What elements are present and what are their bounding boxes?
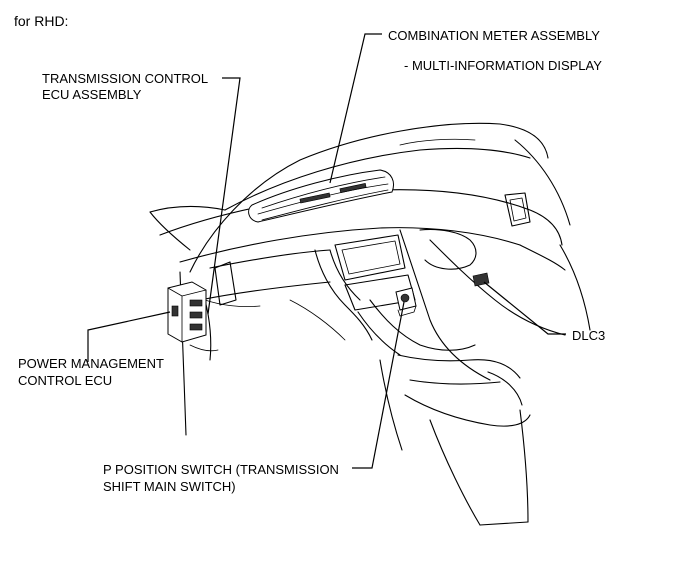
center-console [334,228,477,356]
leader-combination-meter [329,33,382,184]
leader-dlc3 [483,281,566,335]
p-switch-label-line1: P POSITION SWITCH (TRANSMISSION [103,462,339,477]
power-mgmt-label-line2: CONTROL ECU [18,373,113,388]
leader-p-switch [352,301,405,469]
power-mgmt-label-line1: POWER MANAGEMENT [18,356,164,371]
transmission-ecu-label-line2: ECU ASSEMBLY [42,87,142,102]
header-label: for RHD: [14,13,69,29]
multi-info-display-label: - MULTI-INFORMATION DISPLAY [404,58,602,73]
floor-console [379,354,531,526]
p-switch-label-line2: SHIFT MAIN SWITCH) [103,479,236,494]
dashboard-body [159,189,566,381]
right-vent [504,192,591,331]
leader-lines [87,33,566,469]
leader-power-mgmt-ecu [87,311,171,362]
p-position-switch-part [395,287,417,317]
combination-meter-label: COMBINATION METER ASSEMBLY [388,28,600,43]
transmission-ecu-label-line1: TRANSMISSION CONTROL [42,71,209,86]
combination-meter-part [248,169,394,223]
ecu-block [167,281,207,343]
dlc3-label: DLC3 [572,328,606,343]
leader-transmission-ecu [207,77,241,315]
left-trim [179,261,346,436]
